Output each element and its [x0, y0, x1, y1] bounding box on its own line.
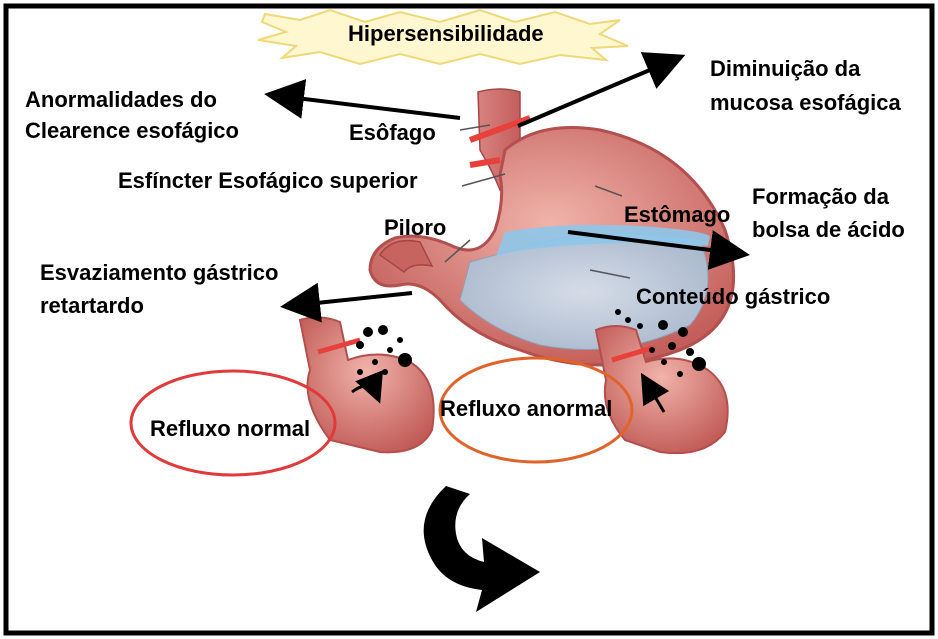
arrow-mucosa: [518, 58, 678, 126]
label-formacao-bolsa: Formação da bolsa de ácido: [752, 180, 905, 246]
label-piloro: Piloro: [384, 213, 446, 242]
label-esvaziamento-gastrico: Esvaziamento gástrico retartardo: [40, 256, 278, 322]
arrow-esvaziamento: [288, 293, 412, 306]
label-esfincter-superior: Esfíncter Esofágico superior: [118, 166, 418, 195]
label-hipersensibilidade: Hipersensibilidade: [348, 19, 544, 48]
label-refluxo-normal: Refluxo normal: [150, 414, 310, 443]
label-estomago: Estômago: [624, 200, 730, 229]
label-anormalidades-clearence: Anormalidades do Clearence esofágico: [25, 84, 239, 146]
curved-arrow-icon: [424, 486, 540, 612]
label-conteudo-gastrico: Conteúdo gástrico: [636, 282, 830, 311]
label-refluxo-anormal: Refluxo anormal: [440, 394, 612, 423]
arrow-clearence: [272, 95, 460, 118]
label-diminuicao-mucosa: Diminuição da mucosa esofágica: [710, 52, 901, 120]
label-esofago: Esôfago: [349, 118, 436, 147]
